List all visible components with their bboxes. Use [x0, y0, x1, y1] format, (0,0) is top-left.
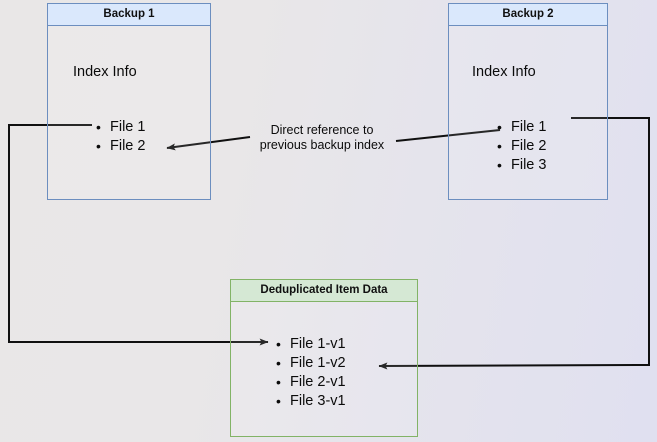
- list-item: File 3-v1: [275, 392, 346, 411]
- edge-label-line-2: previous backup index: [259, 138, 385, 152]
- node-backup-2-file-list: File 1 File 2 File 3: [496, 118, 546, 175]
- list-item: File 1-v2: [275, 354, 346, 373]
- node-backup-1-header: Backup 1: [48, 4, 210, 26]
- list-item: File 1: [496, 118, 546, 137]
- node-backup-1-body: Index Info File 1 File 2: [48, 26, 210, 199]
- node-backup-2[interactable]: Backup 2 Index Info File 1 File 2 File 3: [448, 3, 608, 200]
- node-backup-1[interactable]: Backup 1 Index Info File 1 File 2: [47, 3, 211, 200]
- node-deduplicated-file-list: File 1-v1 File 1-v2 File 2-v1 File 3-v1: [275, 335, 346, 411]
- list-item: File 1-v1: [275, 335, 346, 354]
- node-deduplicated-item-data-header: Deduplicated Item Data: [231, 280, 417, 302]
- list-item: File 1: [95, 118, 145, 137]
- node-deduplicated-item-data-body: File 1-v1 File 1-v2 File 2-v1 File 3-v1: [231, 302, 417, 436]
- edge-label-line-1: Direct reference to: [270, 123, 374, 137]
- list-item: File 3: [496, 156, 546, 175]
- node-backup-1-index-info: Index Info: [73, 64, 137, 80]
- node-backup-1-file-list: File 1 File 2: [95, 118, 145, 156]
- node-backup-2-body: Index Info File 1 File 2 File 3: [449, 26, 607, 199]
- node-backup-2-index-info: Index Info: [472, 64, 536, 80]
- list-item: File 2: [95, 137, 145, 156]
- node-backup-2-header: Backup 2: [449, 4, 607, 26]
- list-item: File 2: [496, 137, 546, 156]
- node-deduplicated-item-data[interactable]: Deduplicated Item Data File 1-v1 File 1-…: [230, 279, 418, 437]
- list-item: File 2-v1: [275, 373, 346, 392]
- edge-label-direct-reference: Direct reference to previous backup inde…: [248, 123, 396, 153]
